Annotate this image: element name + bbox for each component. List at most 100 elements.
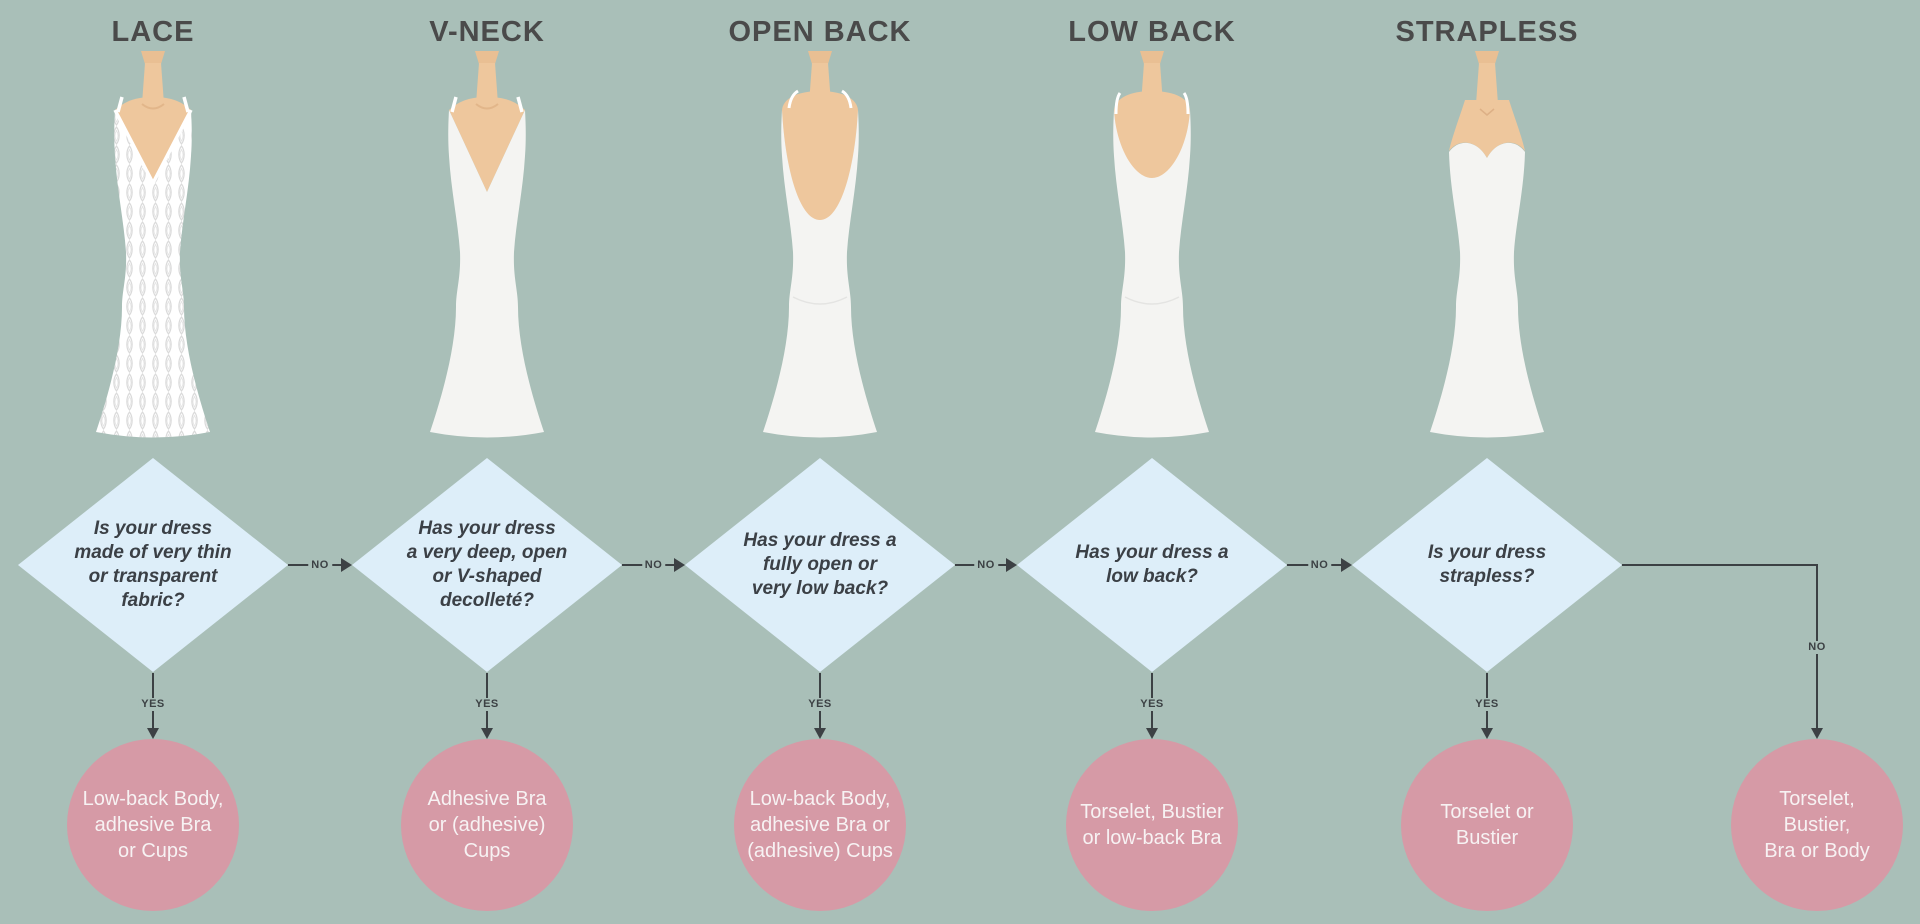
yes-label: YES: [1472, 698, 1502, 711]
yes-label: YES: [805, 698, 835, 711]
result-circle: Torselet, Bustier or low-back Bra: [1066, 739, 1238, 911]
question-text: Is your dress strapless?: [1427, 542, 1547, 587]
left-strap: [116, 96, 124, 113]
mannequin-neck-icon: [476, 63, 498, 104]
yes-label: YES: [472, 698, 502, 711]
yes-arrow: YES: [1137, 673, 1167, 739]
arrow-down-icon: [481, 728, 493, 739]
decision-diamond: Is your dress made of very thin or trans…: [18, 458, 288, 672]
mannequin-neck-icon: [142, 63, 164, 104]
mannequin-back-icon: [1114, 91, 1190, 180]
clavicle-line: [1479, 108, 1495, 116]
right-strap: [841, 89, 853, 109]
mannequin-chest-icon: [115, 97, 191, 183]
neck-shadow: [141, 103, 165, 110]
yes-arrow: YES: [805, 673, 835, 739]
mannequin-back-icon: [782, 91, 858, 221]
hip-seam: [792, 296, 848, 305]
mannequin-neck-cap-icon: [1475, 51, 1499, 64]
left-strap: [450, 96, 458, 113]
right-strap: [516, 96, 524, 113]
yes-arrow: YES: [138, 673, 168, 739]
column-low-back: LOW BACK Has your dress a low back? YES …: [1017, 0, 1287, 924]
result-circle: Low-back Body, adhesive Bra or Cups: [67, 739, 239, 911]
low-back-dress-icon: [1095, 51, 1209, 438]
decision-diamond: Is your dress strapless?: [1352, 458, 1622, 672]
column-strapless: STRAPLESS Is your dress strapless? YES T…: [1352, 0, 1622, 924]
arrow-right-icon: [1341, 558, 1352, 572]
mannequin-chest-icon: [1449, 100, 1525, 158]
decision-diamond: Has your dress a fully open or very low …: [685, 458, 955, 672]
question-text: Has your dress a fully open or very low …: [743, 530, 897, 599]
arrow-down-icon: [1146, 728, 1158, 739]
question-text: Has your dress a very deep, open or V-sh…: [406, 518, 568, 611]
no-branch-horizontal-line: [1622, 564, 1818, 566]
column-open-back: OPEN BACK Has your dress a fully open or…: [685, 0, 955, 924]
result-circle: Adhesive Bra or (adhesive) Cups: [401, 739, 573, 911]
dress-type-title: STRAPLESS: [1395, 16, 1579, 48]
no-label: NO: [308, 559, 332, 572]
dress-body: [1430, 142, 1544, 438]
result-text: Low-back Body, adhesive Bra or (adhesive…: [747, 788, 893, 862]
arrow-right-icon: [341, 558, 352, 572]
dress-type-title: LACE: [111, 16, 195, 48]
no-label: NO: [1307, 559, 1332, 572]
mannequin-neck-cap-icon: [1140, 51, 1164, 64]
right-strap: [1182, 92, 1190, 115]
no-arrow: NO: [1287, 554, 1352, 576]
dress-body: [763, 110, 877, 438]
arrow-right-icon: [674, 558, 685, 572]
result-circle: Low-back Body, adhesive Bra or (adhesive…: [734, 739, 906, 911]
mannequin-neck-cap-icon: [808, 51, 832, 64]
question-text: Has your dress a low back?: [1075, 542, 1229, 587]
result-text: Torselet, Bustier, Bra or Body: [1764, 788, 1870, 862]
yes-arrow: YES: [1472, 673, 1502, 739]
no-arrow: NO: [622, 554, 685, 576]
strapless-dress-icon: [1430, 51, 1544, 438]
column-v-neck: V-NECK Has your dress a very deep, open …: [352, 0, 622, 924]
mannequin-chest-icon: [449, 97, 525, 192]
decision-diamond: Has your dress a very deep, open or V-sh…: [352, 458, 622, 672]
mannequin-neck-cap-icon: [141, 51, 165, 64]
no-arrow: NO: [955, 554, 1017, 576]
result-text: Low-back Body, adhesive Bra or Cups: [82, 788, 224, 862]
v-neck-trim: [113, 109, 193, 187]
dress-body: [96, 110, 210, 438]
dress-type-title: LOW BACK: [1068, 16, 1236, 48]
yes-label: YES: [138, 698, 168, 711]
mannequin-neck-icon: [1141, 63, 1163, 104]
arrow-down-icon: [1481, 728, 1493, 739]
yes-label: YES: [1137, 698, 1167, 711]
lace-dress-icon: [96, 51, 210, 438]
dress-type-title: OPEN BACK: [728, 16, 912, 48]
no-label: NO: [974, 559, 998, 572]
right-strap: [182, 96, 190, 113]
yes-arrow: YES: [472, 673, 502, 739]
hip-seam: [1124, 296, 1180, 305]
mannequin-neck-icon: [809, 63, 831, 104]
result-text: Torselet, Bustier or low-back Bra: [1080, 801, 1224, 849]
result-circle: Torselet or Bustier: [1401, 739, 1573, 911]
arrow-down-icon: [1811, 728, 1823, 739]
result-text: Adhesive Bra or (adhesive) Cups: [427, 788, 547, 862]
arrow-right-icon: [1006, 558, 1017, 572]
no-arrow: NO: [288, 554, 352, 576]
decision-diamond: Has your dress a low back?: [1017, 458, 1287, 672]
no-label: NO: [641, 559, 666, 572]
question-text: Is your dress made of very thin or trans…: [74, 518, 232, 611]
dress-body: [430, 110, 544, 438]
result-text: Torselet or Bustier: [1440, 801, 1534, 849]
final-no-result-circle: Torselet, Bustier, Bra or Body: [1731, 739, 1903, 911]
left-strap: [1114, 92, 1122, 115]
mannequin-neck-cap-icon: [475, 51, 499, 64]
arrow-down-icon: [814, 728, 826, 739]
v-neck-dress-icon: [430, 51, 544, 438]
open-back-dress-icon: [763, 51, 877, 438]
no-label: NO: [1805, 641, 1829, 654]
dress-body: [1095, 110, 1209, 438]
arrow-down-icon: [147, 728, 159, 739]
neck-shadow: [475, 103, 499, 110]
dress-type-title: V-NECK: [429, 16, 545, 48]
column-lace: LACE Is your dress made of very thin or …: [18, 0, 288, 924]
